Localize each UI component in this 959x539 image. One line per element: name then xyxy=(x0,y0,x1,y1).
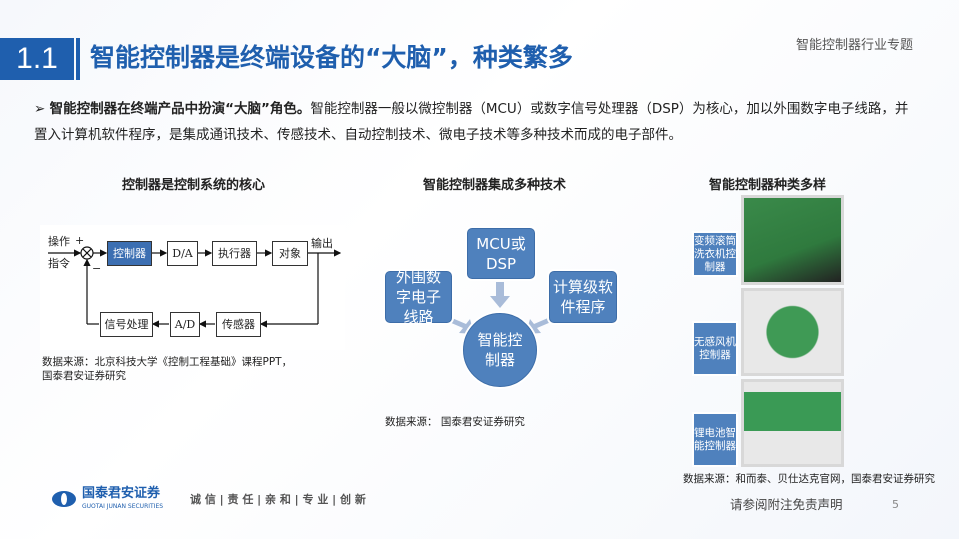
peripheral-circuit-box: 外围数字电子线路 xyxy=(385,268,452,326)
bullet-bold: 智能控制器在终端产品中扮演“大脑”角色。 xyxy=(49,101,311,117)
left-caption: 控制器是控制系统的核心 xyxy=(122,178,266,193)
label-fan-controller: 无感风机控制器 xyxy=(692,321,738,376)
input-label-2: 指令 xyxy=(48,257,70,270)
bullet-text: 智能控制器一般以微控制器（MCU）或数字信号处理器（DSP）为核心，加以外围数字… xyxy=(34,101,909,143)
title-divider xyxy=(76,38,80,80)
software-box: 计算级软件程序 xyxy=(549,271,617,323)
label-washer-controller: 变频滚筒洗衣机控制器 xyxy=(692,231,738,277)
middle-source: 数据来源： 国泰君安证券研究 xyxy=(385,416,525,428)
battery-controller-image xyxy=(741,379,844,467)
slogan: 诚 信 | 责 任 | 亲 和 | 专 业 | 创 新 xyxy=(190,493,366,506)
object-block: 对象 xyxy=(272,241,308,266)
intro-bullet: ➢ 智能控制器在终端产品中扮演“大脑”角色。智能控制器一般以微控制器（MCU）或… xyxy=(34,101,909,143)
ad-block: A/D xyxy=(170,312,200,337)
left-source-2: 国泰君安证券研究 xyxy=(42,370,126,382)
disclaimer: 请参阅附注免责声明 xyxy=(730,497,843,512)
page-number: 5 xyxy=(892,498,899,511)
right-caption: 智能控制器种类多样 xyxy=(709,178,827,193)
logo-en: GUOTAI JUNAN SECURITIES xyxy=(82,503,164,510)
fan-controller-image xyxy=(741,288,844,376)
sensor-block: 传感器 xyxy=(216,312,261,337)
mcu-dsp-box: MCU或DSP xyxy=(467,228,535,279)
smart-controller-circle: 智能控制器 xyxy=(463,313,537,387)
actuator-block: 执行器 xyxy=(212,241,257,266)
controller-block: 控制器 xyxy=(107,241,152,266)
signal-block: 信号处理 xyxy=(100,312,153,337)
page-title: 智能控制器是终端设备的“大脑”，种类繁多 xyxy=(90,43,573,72)
logo-text: 国泰君安证券 xyxy=(82,486,161,501)
input-label-1: 操作 xyxy=(48,235,70,248)
plus-sign: + xyxy=(75,234,85,247)
minus-sign: − xyxy=(92,262,102,275)
middle-caption: 智能控制器集成多种技术 xyxy=(423,178,567,193)
section-number: 1.1 xyxy=(0,38,74,80)
logo-icon xyxy=(52,491,76,507)
washer-controller-image xyxy=(741,195,844,285)
left-source-1: 数据来源：北京科技大学《控制工程基础》课程PPT， xyxy=(42,356,293,368)
topic-label: 智能控制器行业专题 xyxy=(796,38,914,53)
label-battery-controller: 锂电池智能控制器 xyxy=(692,412,738,467)
right-source: 数据来源：和而泰、贝仕达克官网，国泰君安证券研究 xyxy=(683,473,935,485)
output-label: 输出 xyxy=(311,237,333,250)
da-block: D/A xyxy=(167,241,198,266)
